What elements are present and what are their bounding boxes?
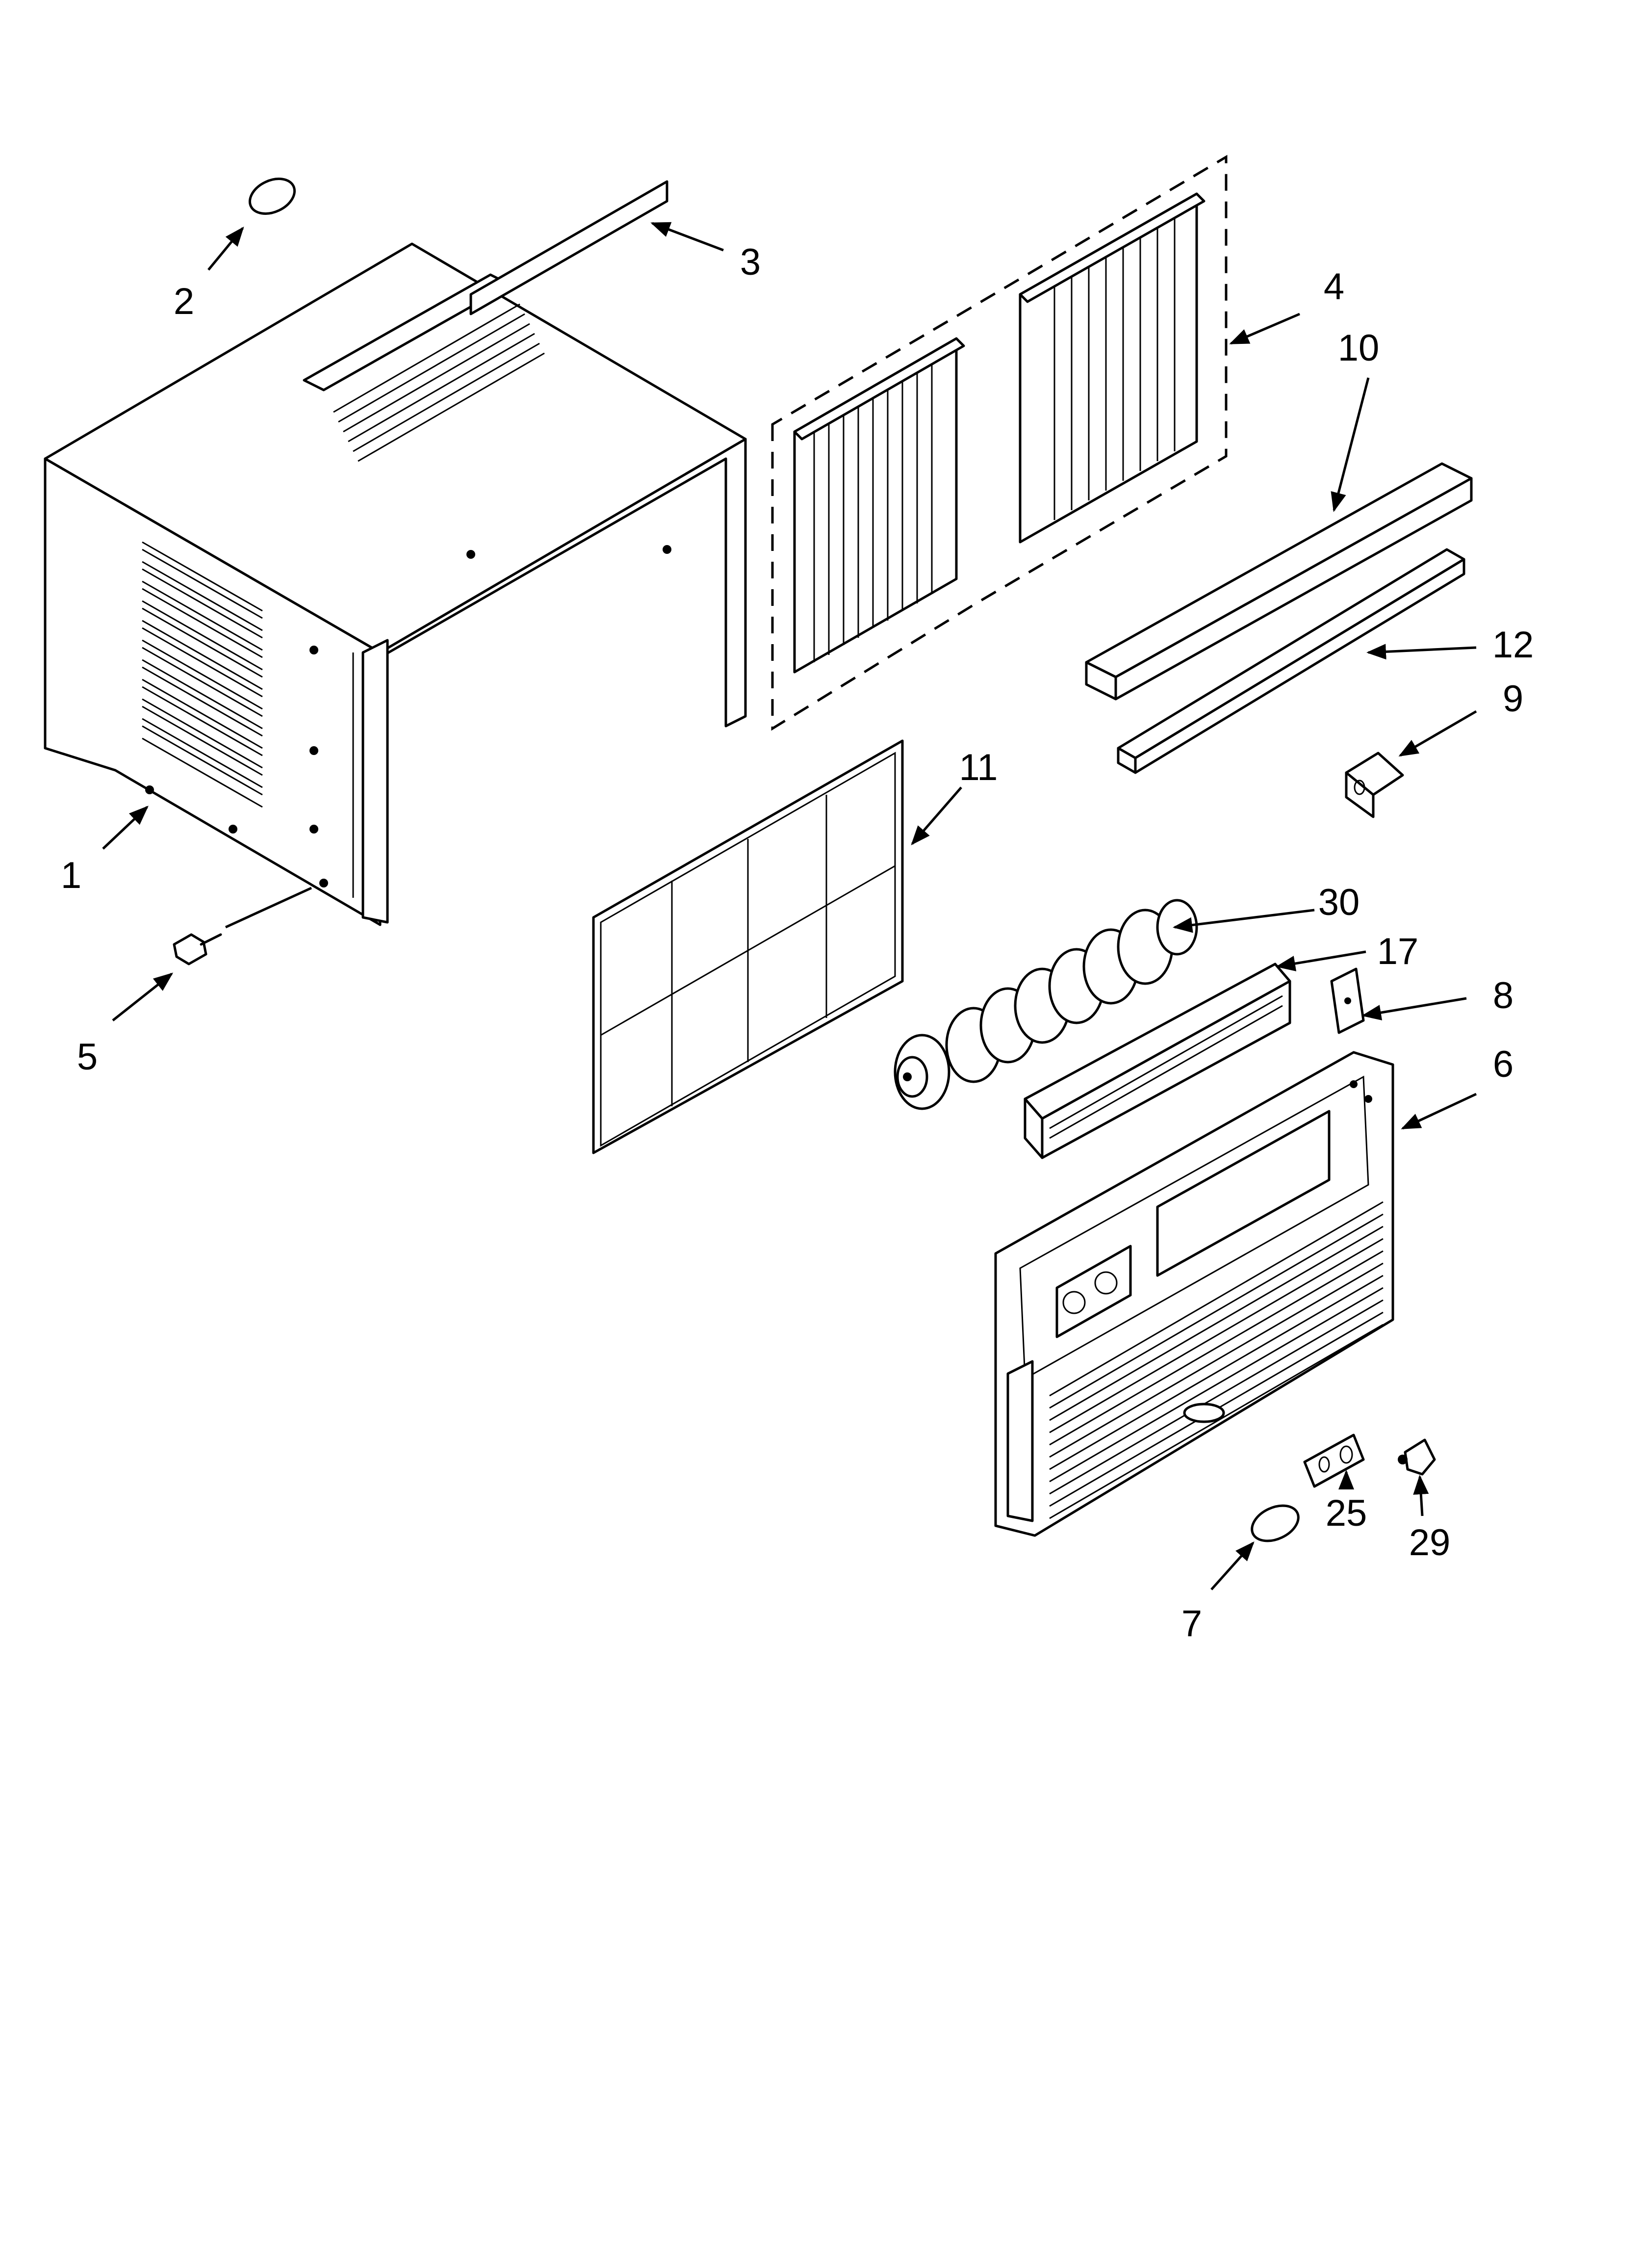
curtain-right xyxy=(1019,192,1206,544)
cabinet-side-louvres xyxy=(142,541,263,808)
callout-8: 8 xyxy=(1493,975,1514,1017)
callout-labels: 1 2 3 4 5 6 7 8 9 10 11 12 17 25 29 30 xyxy=(61,241,1534,1644)
callout-17: 17 xyxy=(1377,931,1419,972)
callout-5: 5 xyxy=(77,1036,98,1078)
cabinet-top-louvres xyxy=(333,303,545,462)
callout-10: 10 xyxy=(1338,327,1380,369)
part-9-bracket xyxy=(1345,752,1404,818)
callout-4: 4 xyxy=(1324,266,1344,308)
callout-7: 7 xyxy=(1181,1603,1202,1644)
leader-lines xyxy=(102,222,1477,1590)
part-4-side-curtains xyxy=(771,155,1228,731)
part-3-top-rail xyxy=(469,180,668,315)
part-25-control-panel xyxy=(1303,1434,1365,1488)
callout-9: 9 xyxy=(1503,678,1523,720)
callout-12: 12 xyxy=(1492,624,1534,666)
curtain-left xyxy=(793,337,965,674)
callout-30: 30 xyxy=(1318,882,1360,923)
part-29-knob xyxy=(1398,1438,1436,1476)
part-7-plug xyxy=(1251,1504,1300,1542)
callout-25: 25 xyxy=(1326,1492,1367,1534)
part-10-support-rail xyxy=(1085,462,1473,701)
part-2-plug xyxy=(248,178,296,215)
callout-29: 29 xyxy=(1409,1522,1451,1564)
part-6-front-grille xyxy=(994,1051,1394,1537)
callout-6: 6 xyxy=(1493,1043,1514,1085)
part-5-screw xyxy=(173,933,222,965)
part-8-clip xyxy=(1330,967,1365,1034)
callout-2: 2 xyxy=(174,281,194,322)
part-12-lower-rail xyxy=(1117,548,1465,774)
part-1-cabinet xyxy=(44,242,747,926)
callout-3: 3 xyxy=(740,241,761,283)
callout-11: 11 xyxy=(959,747,998,788)
part-17-louver xyxy=(1024,963,1291,1159)
callout-1: 1 xyxy=(61,855,81,896)
part-11-filter xyxy=(592,739,904,1154)
